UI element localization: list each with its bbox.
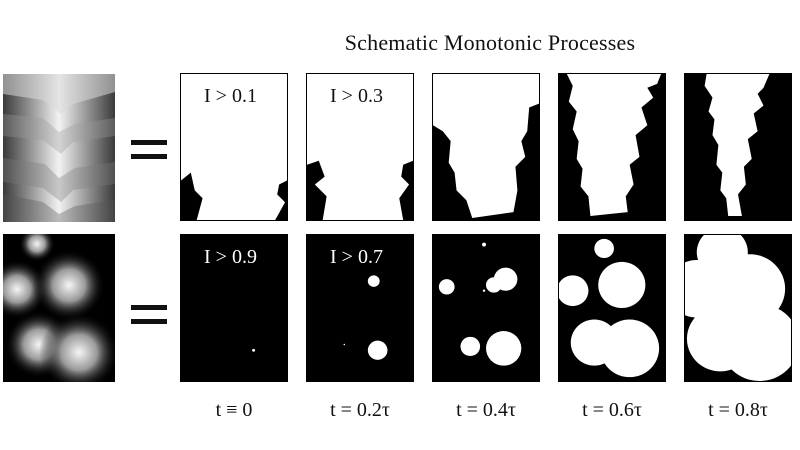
bottom-panel-t06 [558,234,666,382]
threshold-label-top-1: I > 0.1 [204,85,257,107]
time-label-4: t = 0.8τ [708,399,768,421]
threshold-label-bottom-2: I > 0.7 [330,246,383,268]
bottom-source-image [3,234,115,382]
top-panel-t02 [306,73,414,221]
equals-sign-bottom [131,305,167,327]
top-panel-t06 [558,73,666,221]
bottom-panel-t0 [180,234,288,382]
top-panel-t0 [180,73,288,221]
bottom-panel-t08 [684,234,792,382]
threshold-label-bottom-1: I > 0.9 [204,246,257,268]
bottom-panel-t04 [432,234,540,382]
figure-title: Schematic Monotonic Processes [344,30,636,55]
equals-sign-top [131,140,167,162]
time-label-3: t = 0.6τ [582,399,642,421]
top-panel-t04 [432,73,540,221]
top-source-image [3,74,115,222]
time-label-2: t = 0.4τ [456,399,516,421]
threshold-label-top-2: I > 0.3 [330,85,383,107]
time-label-0: t ≡ 0 [215,399,253,421]
top-panel-t08 [684,73,792,221]
time-label-1: t = 0.2τ [330,399,390,421]
bottom-panel-t02 [306,234,414,382]
